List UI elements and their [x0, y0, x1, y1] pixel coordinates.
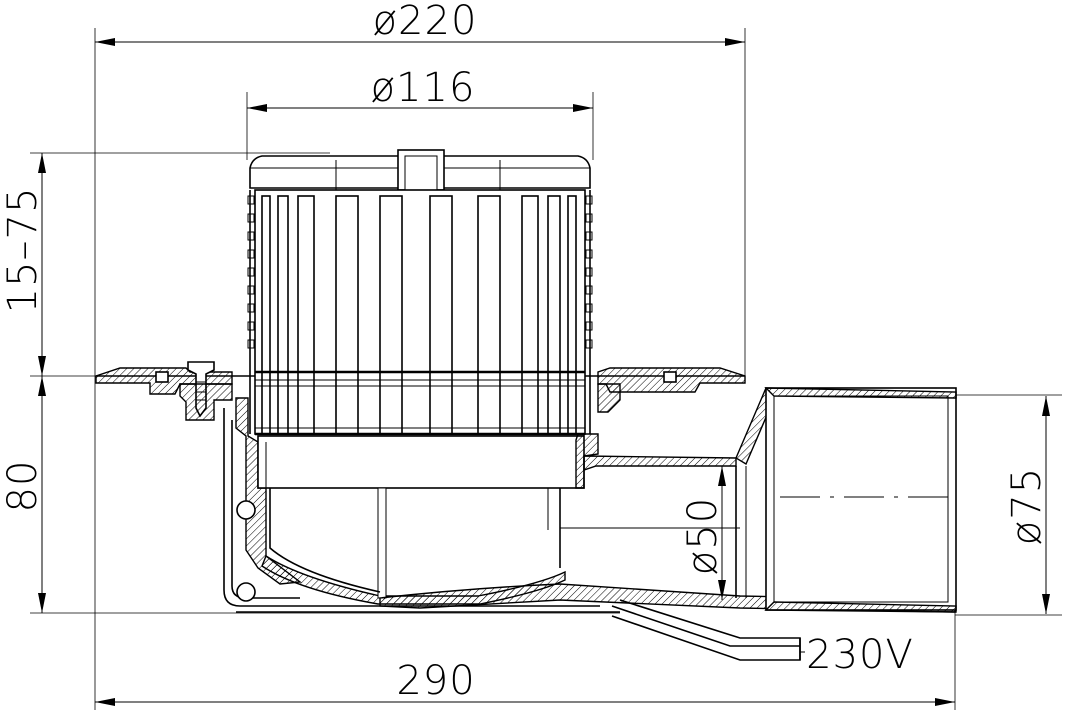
- dim-label-outlet-outer: ø75: [1004, 467, 1050, 545]
- dim-label-body-height: 80: [0, 460, 46, 513]
- grate-strainer: [247, 149, 593, 436]
- dim-label-height-adjust: 15–75: [0, 187, 46, 314]
- dim-label-grate-diameter: ø116: [371, 65, 476, 111]
- heating-cable: [611, 599, 801, 661]
- dimension-lines: [38, 38, 1050, 706]
- drain-body: [223, 397, 740, 613]
- dim-label-outer-diameter: ø220: [373, 0, 478, 44]
- dimension-labels: ø220 ø116 290 230V 15–75 80 ø75 ø50: [0, 0, 1050, 704]
- dim-label-overall-length: 290: [396, 658, 475, 704]
- dim-label-outlet-inner: ø50: [680, 497, 726, 575]
- dim-label-heating-cable: 230V: [806, 632, 914, 678]
- outlet-pipe: [379, 386, 957, 613]
